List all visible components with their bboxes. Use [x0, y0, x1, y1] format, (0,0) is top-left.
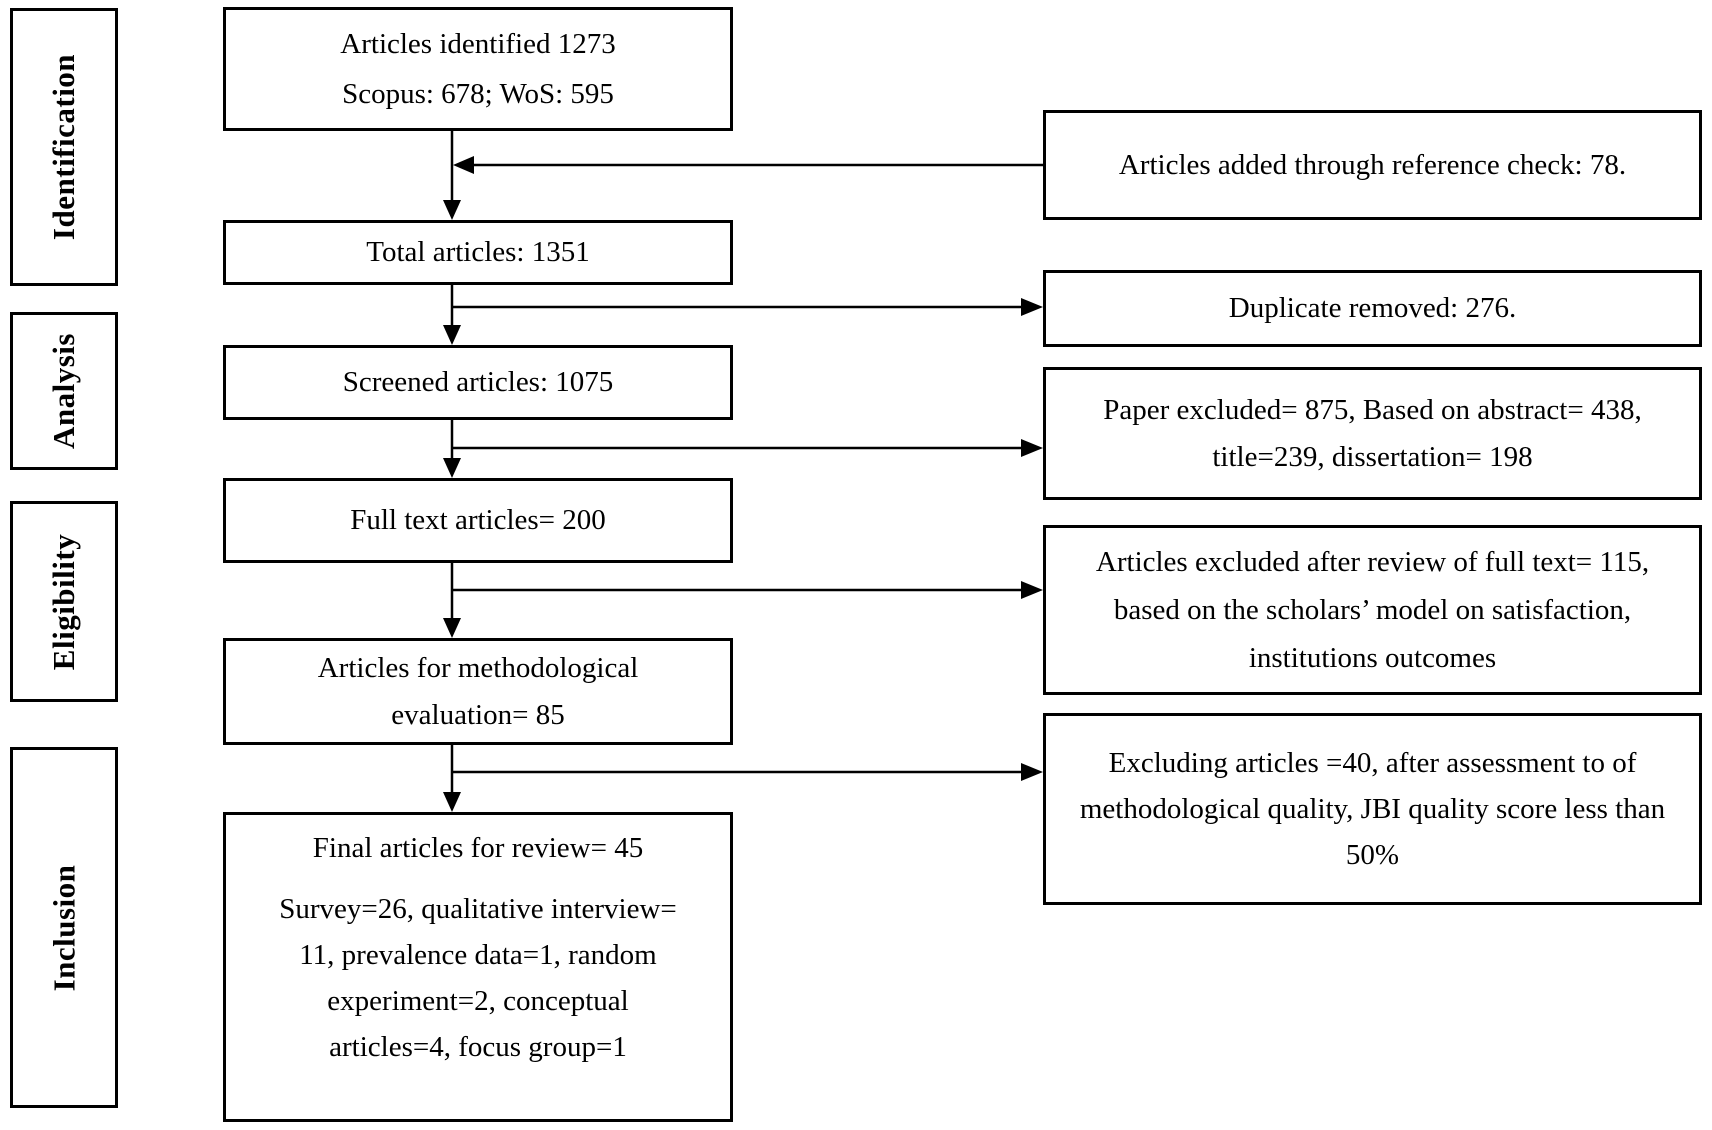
- reference-check-text: Articles added through reference check: …: [1118, 149, 1627, 181]
- box-full-text-articles: Full text articles= 200: [223, 478, 733, 563]
- arrow-fulltext-to-evaluation: [443, 563, 461, 638]
- stage-box-analysis: Analysis: [10, 312, 118, 470]
- arrow-identified-to-total: [443, 131, 461, 220]
- arrow-total-to-screened: [443, 285, 461, 345]
- arrow-reference-into-flow: [453, 156, 1043, 174]
- duplicate-removed-text: Duplicate removed: 276.: [1228, 292, 1517, 324]
- box-articles-identified: Articles identified 1273 Scopus: 678; Wo…: [223, 7, 733, 131]
- arrow-screened-to-abstract-excluded: [452, 439, 1043, 457]
- box-duplicate-removed: Duplicate removed: 276.: [1043, 270, 1702, 347]
- box-reference-check: Articles added through reference check: …: [1043, 110, 1702, 220]
- articles-identified-count: Articles identified 1273: [340, 28, 616, 60]
- methodological-evaluation-text: Articles for methodological evaluation= …: [317, 651, 639, 731]
- box-screened-articles: Screened articles: 1075: [223, 345, 733, 420]
- paper-excluded-text: Paper excluded= 875, Based on abstract= …: [1103, 393, 1642, 473]
- box-paper-excluded: Paper excluded= 875, Based on abstract= …: [1043, 367, 1702, 500]
- stage-label-eligibility: Eligibility: [46, 533, 82, 670]
- final-articles-title: Final articles for review= 45: [312, 832, 644, 864]
- articles-identified-sources: Scopus: 678; WoS: 595: [342, 78, 614, 110]
- box-methodological-evaluation: Articles for methodological evaluation= …: [223, 638, 733, 745]
- full-text-excluded-text: Articles excluded after review of full t…: [1095, 546, 1650, 674]
- stage-box-identification: Identification: [10, 8, 118, 286]
- arrow-fulltext-to-fulltext-excluded: [452, 581, 1043, 599]
- quality-excluded-text: Excluding articles =40, after assessment…: [1079, 747, 1666, 871]
- stage-box-inclusion: Inclusion: [10, 747, 118, 1108]
- arrow-screened-to-fulltext: [443, 420, 461, 478]
- stage-box-eligibility: Eligibility: [10, 501, 118, 702]
- stage-label-inclusion: Inclusion: [46, 864, 81, 991]
- arrow-evaluation-to-quality-excluded: [452, 763, 1043, 781]
- stage-label-identification: Identification: [46, 53, 81, 241]
- screened-articles-text: Screened articles: 1075: [342, 366, 614, 398]
- arrow-evaluation-to-final: [443, 745, 461, 812]
- final-articles-breakdown: Survey=26, qualitative interview= 11, pr…: [279, 893, 677, 1063]
- arrow-total-to-duplicate: [452, 298, 1043, 316]
- box-total-articles: Total articles: 1351: [223, 220, 733, 285]
- box-full-text-excluded: Articles excluded after review of full t…: [1043, 525, 1702, 695]
- box-quality-excluded: Excluding articles =40, after assessment…: [1043, 713, 1702, 905]
- stage-label-analysis: Analysis: [46, 333, 82, 449]
- total-articles-text: Total articles: 1351: [366, 236, 590, 268]
- box-final-articles: Final articles for review= 45 Survey=26,…: [223, 812, 733, 1122]
- full-text-articles-text: Full text articles= 200: [350, 504, 606, 536]
